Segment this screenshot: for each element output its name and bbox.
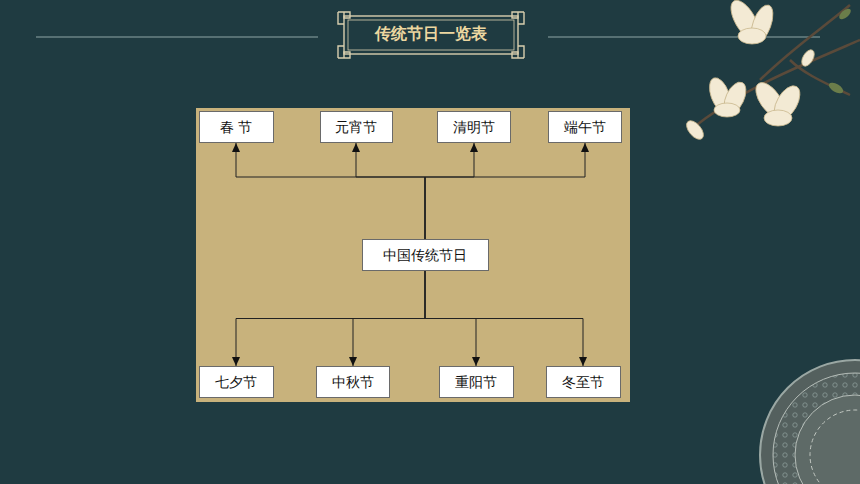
festival-box: 元宵节 (320, 111, 393, 143)
box-label: 春 节 (220, 119, 252, 136)
connector-arrow (236, 143, 425, 239)
box-label: 元宵节 (335, 119, 377, 136)
box-label: 中国传统节日 (383, 247, 467, 264)
page-title: 传统节日一览表 (344, 14, 518, 54)
root-box: 中国传统节日 (362, 239, 489, 271)
festival-box: 清明节 (437, 111, 511, 143)
festival-box: 春 节 (199, 111, 274, 143)
festival-box: 七夕节 (199, 366, 274, 398)
magnolia-illustration (683, 0, 860, 142)
connector-arrow (236, 271, 425, 366)
box-label: 中秋节 (332, 374, 374, 391)
header-rule (548, 37, 820, 38)
medallion-ornament (760, 360, 860, 484)
festival-box: 端午节 (548, 111, 622, 143)
title-text: 传统节日一览表 (375, 24, 487, 45)
connector-arrow (425, 271, 583, 366)
connector-arrow (353, 271, 425, 366)
box-label: 七夕节 (215, 374, 257, 391)
connector-arrow (356, 143, 425, 239)
connector-arrow (425, 143, 585, 239)
title-frame (338, 12, 524, 58)
festival-box: 中秋节 (316, 366, 390, 398)
box-label: 重阳节 (455, 374, 497, 391)
connector-arrow (425, 143, 474, 239)
box-label: 清明节 (453, 119, 495, 136)
festival-box: 冬至节 (546, 366, 621, 398)
box-label: 冬至节 (562, 374, 604, 391)
box-label: 端午节 (564, 119, 606, 136)
festival-box: 重阳节 (439, 366, 514, 398)
header-rule (36, 37, 318, 38)
